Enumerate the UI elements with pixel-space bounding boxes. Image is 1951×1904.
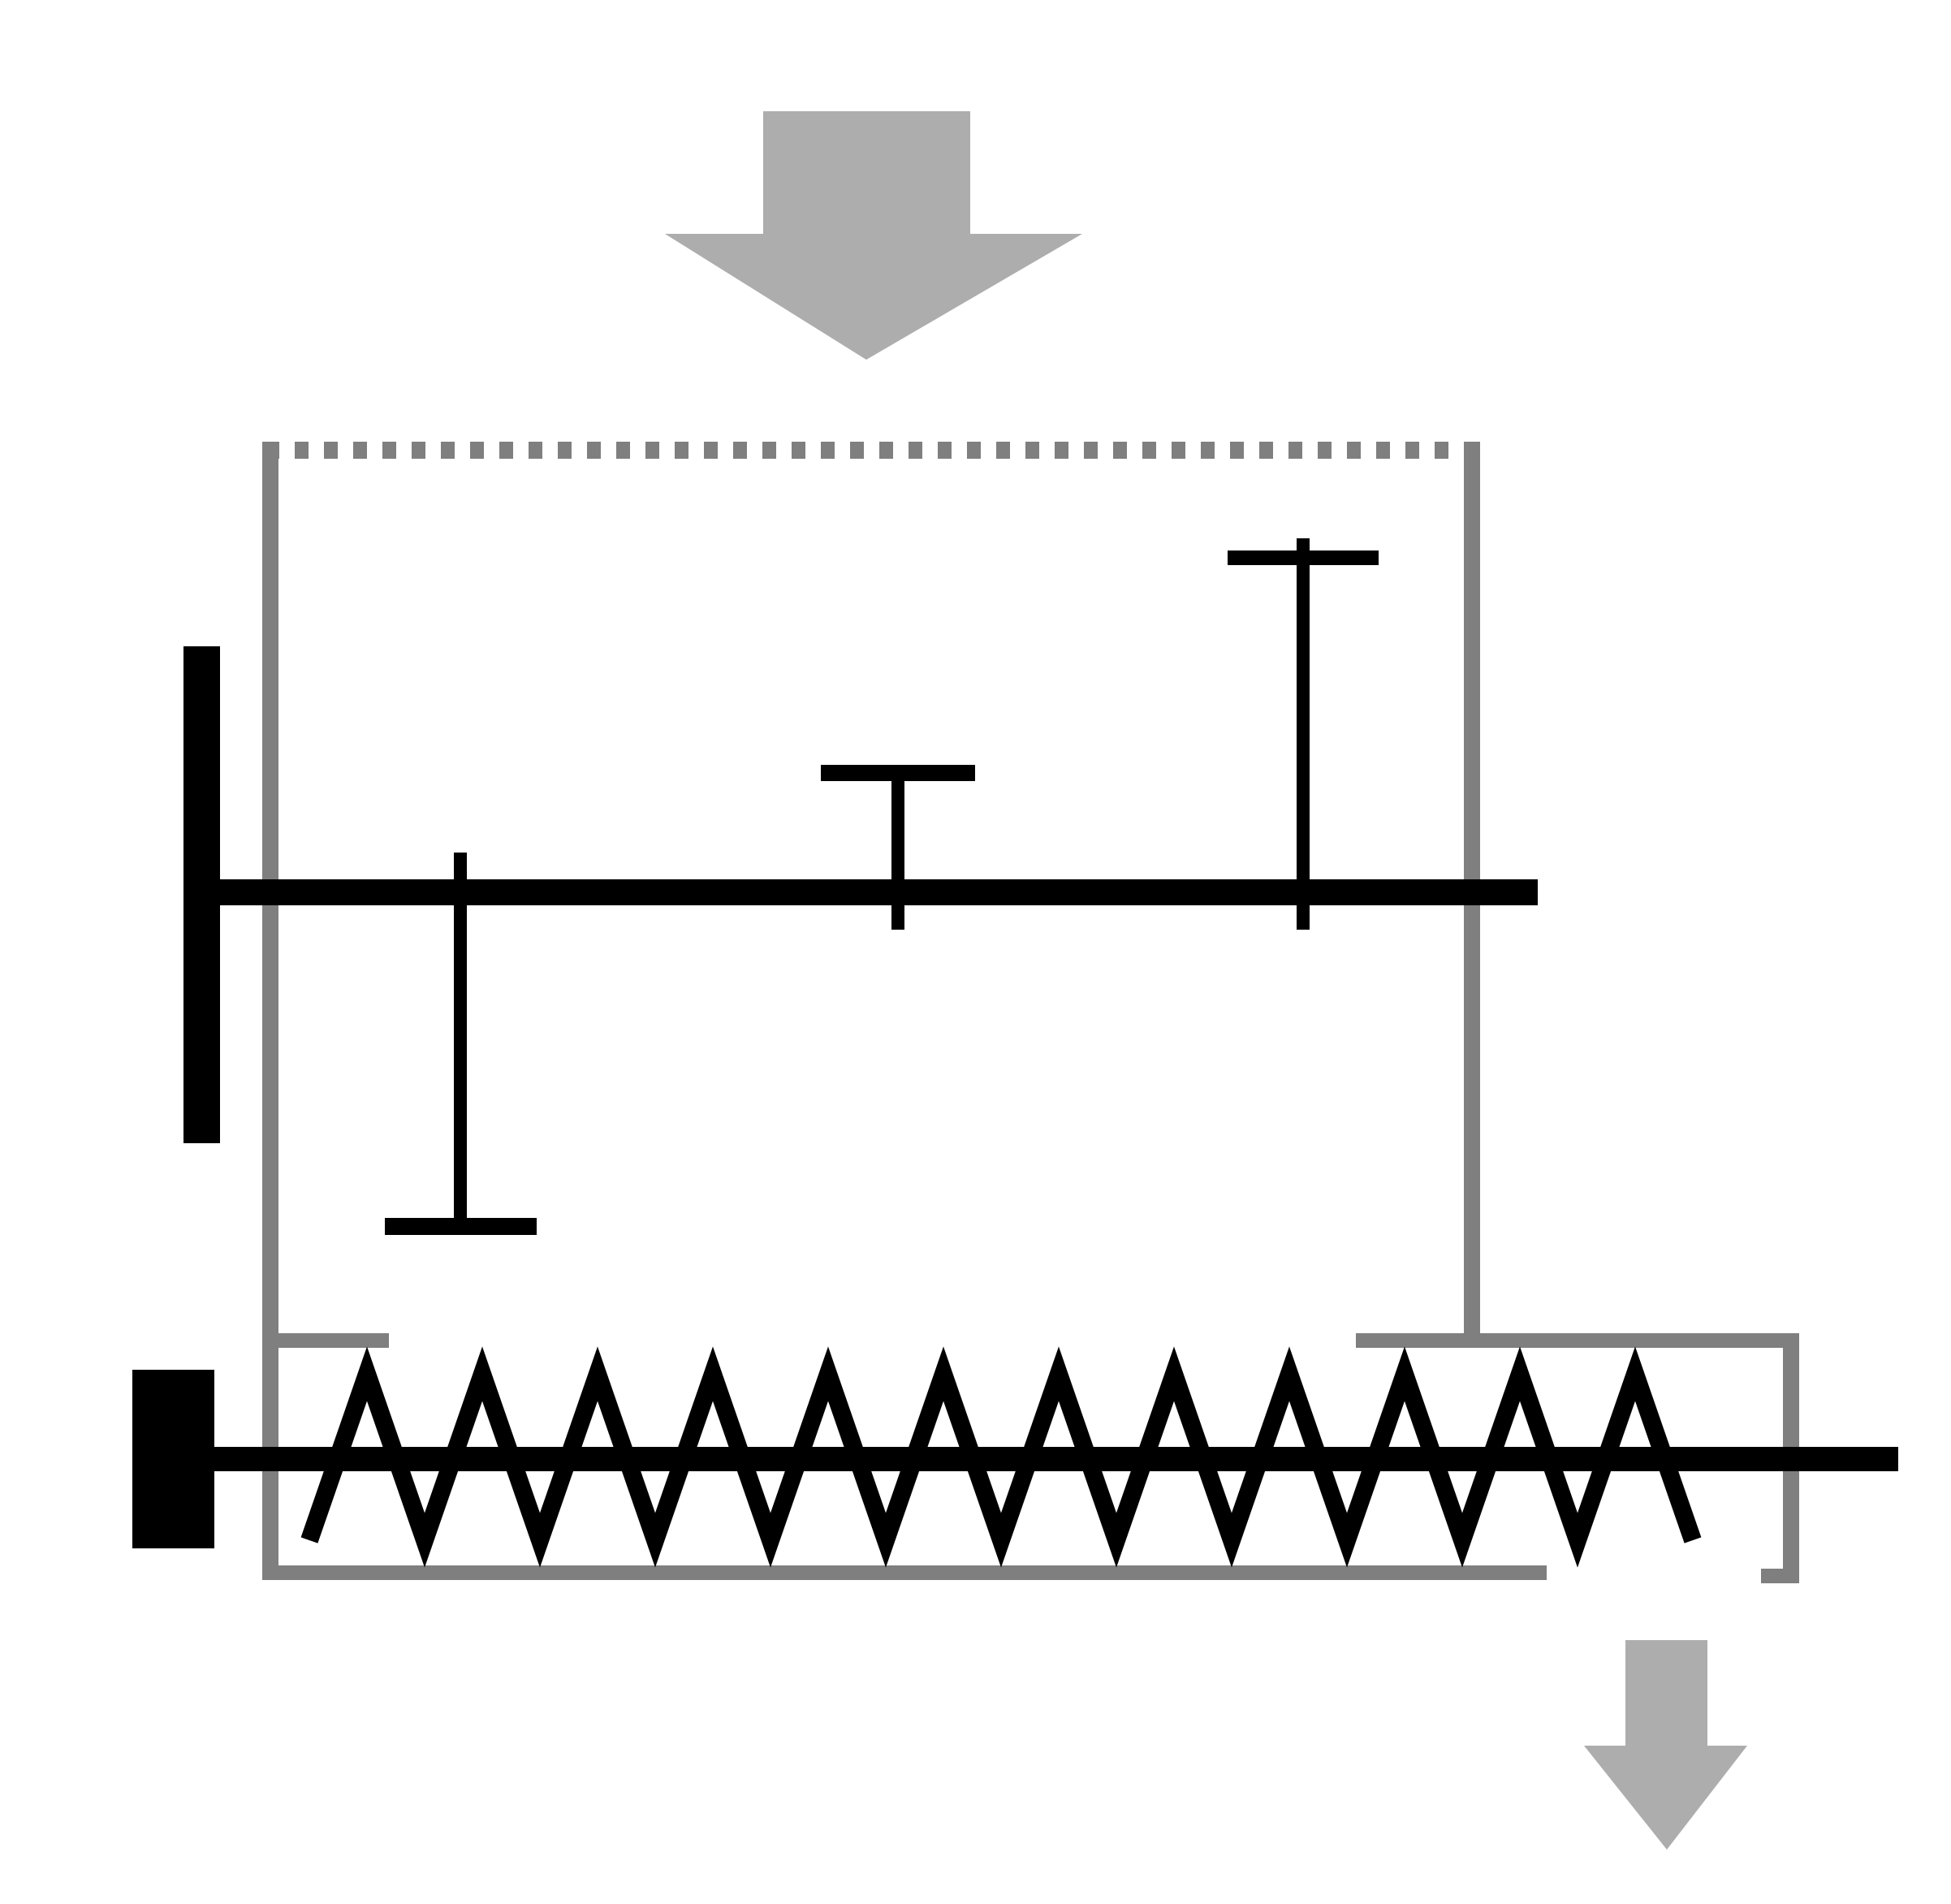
output-discharge-arrow-icon bbox=[1584, 1640, 1747, 1850]
paddle-up-middle-stem bbox=[891, 781, 904, 930]
paddle-up-right bbox=[1228, 538, 1379, 930]
trough-top-left-edge bbox=[262, 1333, 389, 1348]
paddle-down-left bbox=[385, 853, 537, 1235]
paddle-down-left-blade bbox=[385, 1218, 537, 1235]
trough-right-foot bbox=[1761, 1569, 1799, 1583]
conveyor-shaft bbox=[214, 1447, 1898, 1471]
input-feed-arrow-icon bbox=[665, 111, 1082, 360]
paddle-up-middle-blade bbox=[821, 765, 975, 781]
conveyor-drive-block bbox=[132, 1370, 214, 1548]
screw-flight-zigzag bbox=[300, 1346, 1702, 1568]
trough-bottom-edge bbox=[262, 1565, 1547, 1580]
paddle-up-middle bbox=[821, 765, 975, 930]
hopper-left-wall bbox=[262, 442, 278, 1580]
screw-conveyor-assembly bbox=[132, 1346, 1898, 1568]
paddle-up-right-stem bbox=[1297, 538, 1310, 930]
trough-top-right-edge bbox=[1356, 1333, 1799, 1348]
paddle-down-left-stem bbox=[454, 853, 467, 1218]
agitator-mount-bar bbox=[183, 646, 220, 1143]
agitator-shaft bbox=[219, 879, 1538, 905]
agitator-assembly bbox=[183, 538, 1538, 1235]
hopper-housing bbox=[262, 442, 1799, 1583]
